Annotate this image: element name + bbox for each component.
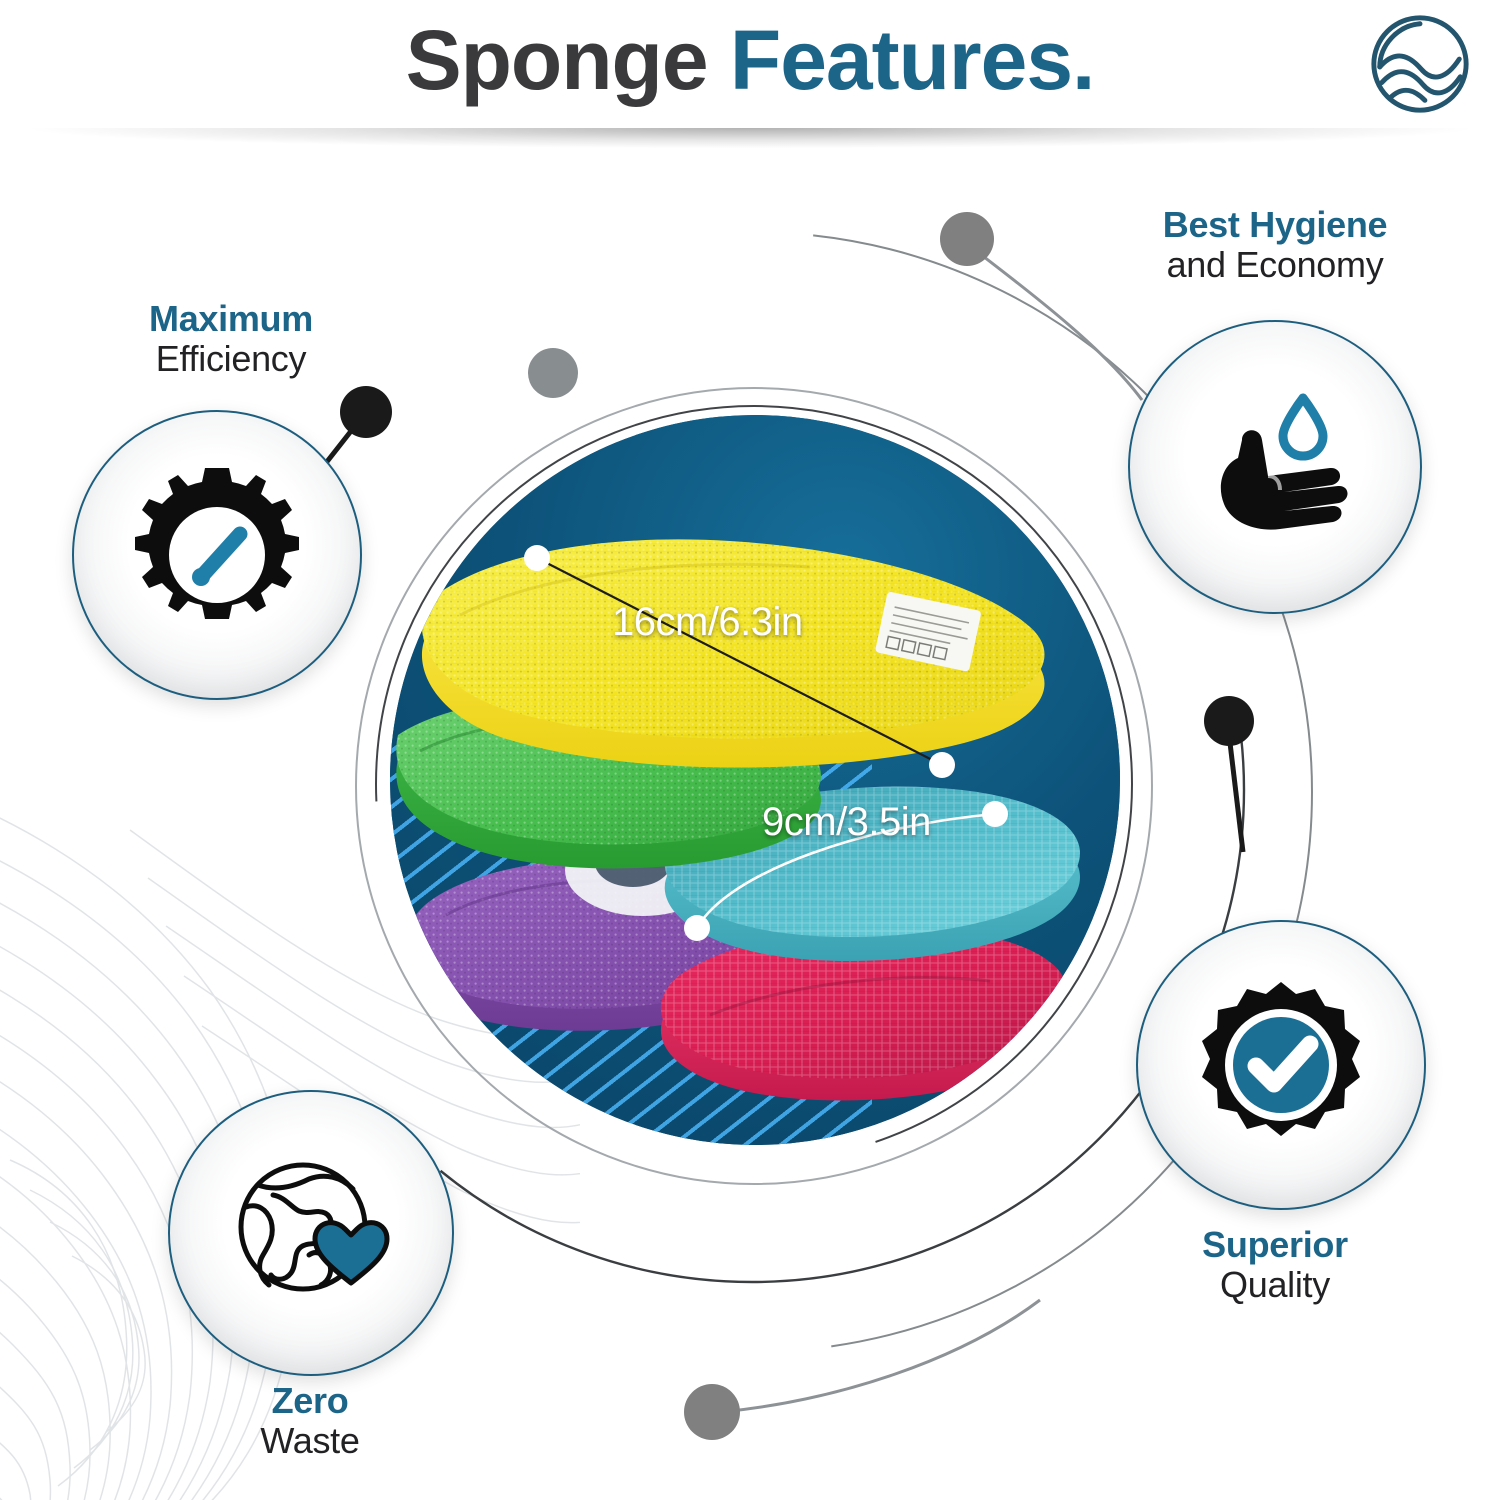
caption-best-hygiene: Best Hygiene and Economy — [1100, 204, 1450, 286]
connector-dot-top-left — [528, 348, 578, 398]
wave-circle-logo-icon — [1371, 15, 1469, 113]
feature-bubble-maximum-efficiency[interactable] — [72, 410, 362, 700]
connector-dot-top-right — [940, 212, 994, 266]
caption-sub-waste: Waste — [260, 1420, 360, 1462]
connector-dot-quality — [1204, 696, 1254, 746]
caption-strong-maximum: Maximum — [149, 298, 313, 339]
feature-bubble-best-hygiene[interactable] — [1128, 320, 1422, 614]
page-title: Sponge Features. — [0, 4, 1500, 116]
caption-maximum-efficiency: Maximum Efficiency — [66, 298, 396, 380]
dimension-leaders — [524, 545, 1008, 941]
caption-strong-superior: Superior — [1202, 1224, 1348, 1265]
dimension-width-label: 9cm/3.5in — [762, 800, 931, 844]
header-shadow — [0, 128, 1500, 154]
dimension-length-label: 16cm/6.3in — [612, 600, 803, 644]
caption-strong-zero: Zero — [271, 1380, 349, 1421]
caption-sub-efficiency: Efficiency — [155, 338, 307, 380]
header-bar: Sponge Features. — [0, 0, 1500, 128]
page-title-part1: Sponge — [405, 13, 730, 107]
caption-zero-waste: Zero Waste — [150, 1380, 470, 1462]
globe-heart-icon — [238, 1162, 390, 1292]
caption-superior-quality: Superior Quality — [1105, 1224, 1445, 1306]
feature-bubble-zero-waste[interactable] — [168, 1090, 454, 1376]
caption-strong-best-hygiene: Best Hygiene — [1162, 204, 1388, 245]
badge-check-icon — [1202, 982, 1360, 1136]
product-photo — [390, 415, 1120, 1145]
caption-sub-quality: Quality — [1220, 1264, 1330, 1306]
connector-dot-bottom — [684, 1384, 740, 1440]
page-title-part2: Features. — [729, 13, 1095, 107]
connector-dot-efficiency — [340, 386, 392, 438]
gear-speedometer-icon — [135, 468, 299, 619]
caption-sub-and-economy: and Economy — [1166, 244, 1384, 286]
feature-bubble-superior-quality[interactable] — [1136, 920, 1426, 1210]
hand-water-drop-icon — [1220, 393, 1348, 530]
